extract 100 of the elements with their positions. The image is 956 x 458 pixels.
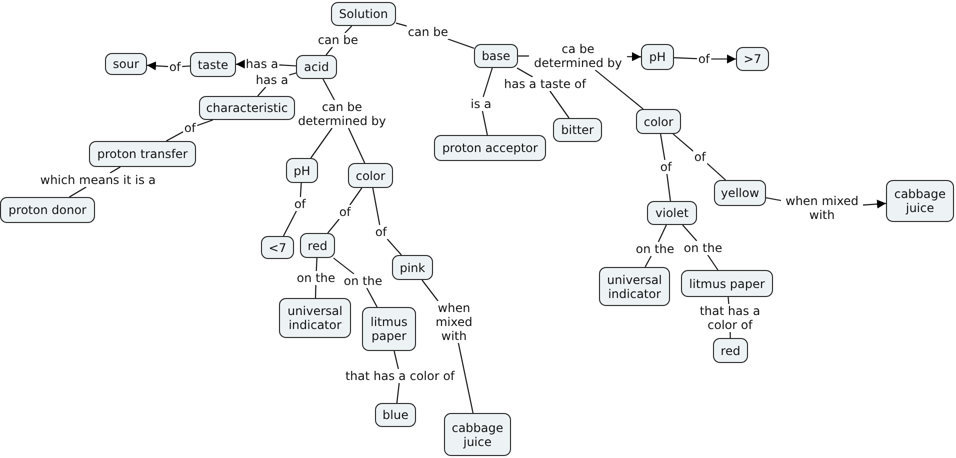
concept-box: color — [348, 163, 393, 188]
connector-line — [372, 188, 380, 226]
linking-phrase: of — [293, 197, 307, 211]
linking-phrase: of — [693, 150, 707, 164]
connector-line — [482, 68, 493, 98]
concept-box: taste — [190, 52, 236, 77]
concept-box: universal indicator — [279, 298, 351, 338]
connector-line — [666, 174, 671, 202]
concept-box: blue — [375, 403, 416, 427]
connector-line — [448, 38, 474, 49]
linking-phrase: on the — [634, 242, 676, 256]
concept-box: red — [300, 233, 335, 258]
concept-box: pH — [286, 158, 318, 183]
connector-line — [300, 182, 302, 198]
concept-box: cabbage juice — [444, 413, 511, 456]
connector-line — [396, 382, 400, 404]
connector-line — [182, 65, 190, 68]
connector-line — [766, 197, 782, 202]
linking-phrase: has a — [244, 57, 280, 71]
concept-box: violet — [647, 201, 697, 225]
connector-line — [333, 258, 354, 274]
linking-phrase: of — [659, 160, 673, 174]
linking-phrase: has a taste of — [503, 77, 587, 91]
connector-line — [660, 134, 666, 160]
connector-line — [257, 86, 266, 96]
arrow — [862, 200, 886, 209]
connector-line — [674, 57, 698, 60]
linking-phrase: that has a color of — [344, 369, 456, 383]
connector-line — [730, 332, 731, 338]
linking-phrase: when mixed with — [781, 194, 863, 222]
arrow — [710, 54, 736, 64]
linking-phrase: can be — [316, 33, 360, 47]
connector-line — [706, 162, 726, 180]
connector-line — [518, 55, 529, 57]
connector-line — [110, 166, 121, 174]
connector-line — [322, 78, 335, 100]
connector-line — [644, 256, 652, 268]
connector-line — [69, 186, 86, 198]
connector-line — [396, 22, 407, 27]
connector-line — [282, 210, 297, 236]
concept-box: universal indicator — [599, 267, 670, 306]
concept-box: proton acceptor — [434, 135, 546, 161]
concept-box: characteristic — [199, 96, 295, 120]
connector-line — [682, 224, 698, 242]
connector-line — [326, 46, 333, 56]
concept-box: color — [636, 109, 681, 134]
connector-line — [482, 110, 488, 136]
connector-line — [386, 238, 402, 256]
concept-box: Solution — [331, 2, 396, 26]
linking-phrase: of — [374, 225, 388, 239]
arrow — [627, 52, 641, 62]
connector-line — [422, 280, 438, 302]
connector-line — [166, 131, 184, 142]
concept-box: base — [474, 44, 518, 68]
linking-phrase: on the — [296, 271, 336, 285]
arrow — [236, 60, 246, 69]
linking-phrase: of — [168, 60, 182, 74]
connector-line — [672, 134, 694, 152]
connector-line — [458, 342, 474, 414]
concept-box: sour — [105, 53, 147, 75]
connector-line — [394, 350, 399, 370]
concept-box: litmus paper — [681, 270, 773, 297]
concept-box: cabbage juice — [886, 180, 954, 222]
concept-box: bitter — [553, 118, 602, 142]
linking-phrase: has a — [254, 73, 290, 87]
connector-line — [594, 70, 644, 110]
connector-line — [279, 64, 296, 66]
connector-line — [316, 258, 318, 272]
connector-line — [658, 224, 667, 242]
connector-line — [348, 128, 366, 164]
concept-box: acid — [296, 55, 337, 79]
concept-box: proton transfer — [89, 141, 196, 167]
concept-box: red — [713, 338, 748, 363]
concept-box: pink — [392, 255, 433, 280]
connector-line — [344, 26, 352, 34]
linking-phrase: of — [183, 121, 197, 135]
concept-box: <7 — [261, 236, 294, 259]
concept-box: >7 — [736, 47, 769, 71]
connector-line — [728, 296, 730, 304]
connector-line — [289, 72, 296, 76]
connector-line — [707, 254, 718, 270]
connector-line — [516, 68, 534, 78]
linking-phrase: of — [697, 52, 711, 66]
connector-line — [310, 128, 333, 158]
connector-line — [366, 288, 378, 308]
linking-phrase: is a — [470, 97, 492, 111]
linking-phrase: of — [338, 205, 352, 219]
connector-line — [349, 188, 362, 206]
linking-phrase: can be — [406, 25, 450, 39]
linking-phrase: on the — [342, 274, 384, 288]
linking-phrase: which means it is a — [39, 173, 157, 187]
concept-box: litmus paper — [362, 307, 416, 351]
connector-line — [196, 119, 213, 126]
connector-line — [550, 90, 570, 118]
connector-line — [314, 284, 316, 298]
arrow — [146, 61, 168, 70]
concept-box: yellow — [714, 180, 766, 206]
concept-box: pH — [641, 44, 674, 70]
connector-line — [327, 218, 340, 234]
concept-box: proton donor — [0, 197, 95, 223]
